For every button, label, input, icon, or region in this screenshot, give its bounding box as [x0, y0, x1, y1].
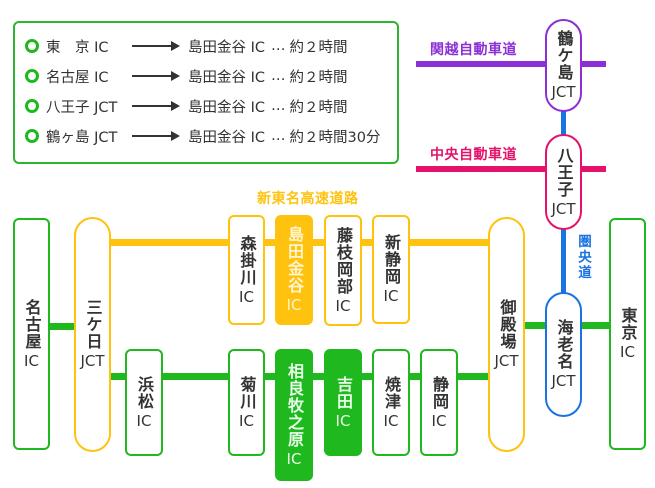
legend-destination: 島田金谷 IC — [188, 39, 266, 56]
station-type: IC — [620, 343, 635, 361]
station-type: IC — [286, 449, 302, 468]
circle-bullet-icon — [25, 69, 39, 83]
shin-tomei-expressway-label: 新東名高速道路 — [257, 191, 359, 207]
station-tsurugashima-jct[interactable]: 鶴ケ島 JCT — [545, 19, 582, 112]
legend-separator: … — [271, 68, 286, 84]
right-arrow-icon — [132, 71, 180, 81]
station-gotemba-jct[interactable]: 御殿場 JCT — [488, 217, 525, 452]
station-type: JCT — [494, 352, 519, 370]
station-type: IC — [431, 411, 447, 430]
legend-time: 約２時間 — [289, 39, 348, 56]
legend-separator: … — [271, 128, 286, 144]
legend-time: 約２時間 — [289, 69, 348, 86]
station-name: 八王子 — [554, 146, 574, 198]
station-type: IC — [24, 351, 39, 370]
right-arrow-icon — [132, 101, 180, 111]
tomei-expressway-line — [49, 323, 76, 330]
legend-origin: 名古屋 IC — [46, 69, 109, 86]
chuo-expressway-label: 中央自動車道 — [430, 147, 517, 163]
station-type: IC — [239, 287, 254, 306]
legend-origin: 八王子 JCT — [46, 99, 118, 116]
station-name: 海老名 — [554, 319, 574, 370]
legend-origin: 鶴ヶ島 JCT — [46, 129, 118, 146]
station-type: JCT — [551, 83, 576, 101]
station-shinshizuoka-ic[interactable]: 新静岡 IC — [372, 215, 410, 324]
right-arrow-icon — [132, 41, 180, 51]
station-name: 三ケ日 — [83, 299, 103, 350]
legend-origin: 東 京 IC — [46, 39, 109, 56]
station-name: 名古屋 — [22, 298, 42, 350]
circle-bullet-icon — [25, 129, 39, 143]
station-name: 静岡 — [430, 375, 449, 410]
station-name: 焼津 — [382, 375, 401, 410]
legend-destination: 島田金谷 IC — [188, 129, 266, 146]
kanetsu-expressway-label: 関越自動車道 — [430, 42, 517, 58]
station-type: IC — [136, 411, 152, 430]
kanetsu-expressway-line — [416, 61, 606, 67]
station-type: JCT — [551, 372, 576, 390]
circle-bullet-icon — [25, 99, 39, 113]
legend-time: 約２時間 — [289, 99, 348, 116]
legend-destination: 島田金谷 IC — [188, 69, 266, 86]
station-name: 東京 — [618, 307, 638, 341]
legend-box: 東 京 IC 島田金谷 IC … 約２時間 名古屋 IC 島田金谷 IC … 約… — [13, 21, 399, 164]
station-type: IC — [239, 411, 254, 430]
legend-row: 鶴ヶ島 JCT 島田金谷 IC … 約２時間30分 — [25, 125, 380, 147]
circle-bullet-icon — [25, 39, 39, 53]
station-type: JCT — [551, 199, 576, 218]
station-type: IC — [286, 296, 302, 314]
station-name: 浜松 — [135, 375, 154, 410]
legend-destination: 島田金谷 IC — [188, 99, 266, 116]
station-name: 吉田 — [334, 375, 353, 410]
station-name: 森掛川 — [237, 234, 257, 286]
station-name: 島田金谷 — [285, 226, 304, 294]
station-tokyo-ic[interactable]: 東京 IC — [609, 218, 646, 450]
station-type: JCT — [80, 352, 105, 370]
station-name: 相良牧之原 — [285, 362, 304, 448]
legend-row: 八王子 JCT 島田金谷 IC … 約２時間 — [25, 95, 348, 117]
legend-separator: … — [271, 98, 286, 114]
station-name: 菊川 — [237, 375, 257, 410]
station-name: 御殿場 — [497, 299, 517, 350]
station-mikkabi-jct[interactable]: 三ケ日 JCT — [74, 217, 111, 452]
station-name: 藤枝岡部 — [334, 226, 353, 295]
legend-time: 約２時間30分 — [289, 129, 381, 146]
station-ebina-jct[interactable]: 海老名 JCT — [545, 292, 582, 417]
station-name: 新静岡 — [382, 234, 401, 285]
legend-separator: … — [271, 38, 286, 54]
station-type: IC — [383, 411, 399, 430]
station-type: IC — [335, 411, 351, 430]
legend-row: 名古屋 IC 島田金谷 IC … 約２時間 — [25, 65, 348, 87]
station-shimadakanaya-ic[interactable]: 島田金谷 IC — [275, 215, 313, 325]
right-arrow-icon — [132, 131, 180, 141]
station-type: IC — [335, 296, 351, 315]
ken-o-expressway-label: 圏央道 — [575, 234, 591, 281]
legend-row: 東 京 IC 島田金谷 IC … 約２時間 — [25, 35, 348, 57]
station-name: 鶴ケ島 — [554, 30, 574, 81]
station-type: IC — [383, 287, 399, 305]
chuo-expressway-line — [416, 166, 606, 172]
